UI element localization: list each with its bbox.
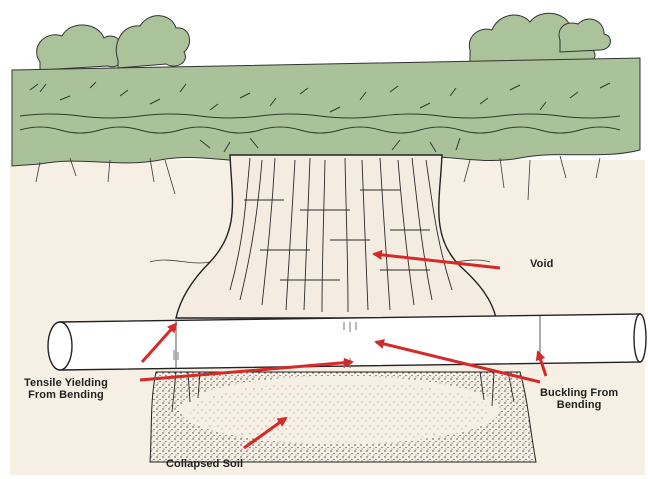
buckling-label: Buckling From Bending (540, 387, 618, 411)
void-label: Void (530, 258, 553, 270)
tensile-yielding-label-line2: From Bending (24, 389, 108, 401)
void-label-text: Void (530, 258, 553, 270)
tensile-yielding-label: Tensile Yielding From Bending (24, 377, 108, 401)
tensile-yielding-label-line1: Tensile Yielding (24, 377, 108, 389)
collapsed-soil-label: Collapsed Soil (166, 458, 243, 470)
grass-surface (12, 58, 640, 166)
collapsed-soil-texture (190, 382, 490, 442)
buckling-label-line2: Bending (540, 399, 618, 411)
buckling-label-line1: Buckling From (540, 387, 618, 399)
collapsed-soil-label-text: Collapsed Soil (166, 458, 243, 470)
